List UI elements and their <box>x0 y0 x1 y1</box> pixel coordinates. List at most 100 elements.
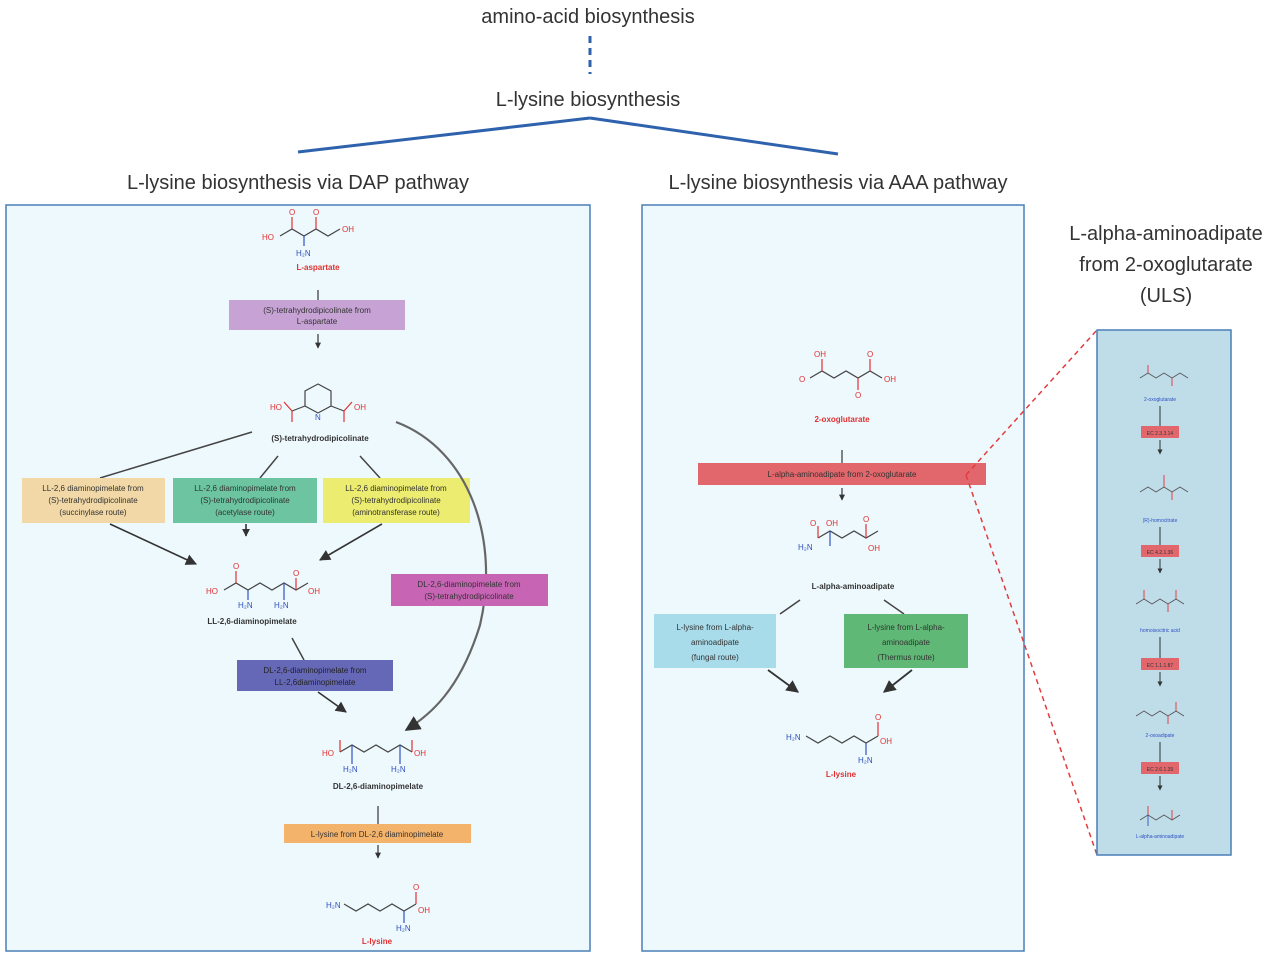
oxo-o3: O <box>867 350 873 359</box>
box-fungal-route[interactable] <box>654 614 776 668</box>
thdp-molecule <box>283 383 353 422</box>
thdp-n: N <box>315 413 321 422</box>
oxo-o2: O <box>855 391 861 400</box>
thdp-to-acet-line <box>259 455 279 479</box>
box-succinylase[interactable] <box>22 478 165 523</box>
uls-step-2: EC 2.3.3.14 <box>1147 431 1174 437</box>
box-succinylase-l3: (succinylase route) <box>59 508 126 517</box>
fungal-to-lysine-arrow <box>767 669 800 693</box>
amino-to-lldap-arrow <box>319 523 383 561</box>
oxo-oh1: OH <box>814 350 826 359</box>
lysine-dap-h2n: H₂N <box>326 901 341 910</box>
box-fungal-l1: L-lysine from L-alpha- <box>676 623 754 632</box>
box-aminotransferase-l2: (S)-tetrahydrodipicolinate <box>351 496 441 505</box>
lysine-biosynthesis-title: L-lysine biosynthesis <box>496 89 681 111</box>
uls-mol-4 <box>1135 702 1185 724</box>
lldap-label: LL-2,6-diaminopimelate <box>207 617 297 626</box>
thdp-label: (S)-tetrahydrodipicolinate <box>271 434 369 443</box>
lysine-aaa-h2n: H₂N <box>786 733 801 742</box>
thdp-to-succ-line <box>99 431 253 479</box>
lldap-molecule <box>223 571 309 600</box>
aspartate-oh: OH <box>342 225 354 234</box>
aad-nh2: H₂N <box>798 543 813 552</box>
oxo-o1: O <box>799 375 805 384</box>
lysine-molecule-dap <box>343 892 417 923</box>
uls-step-6: EC 1.1.1.87 <box>1147 663 1174 669</box>
branch-line-right <box>589 116 839 156</box>
uls-step-7: 2-oxoadipate <box>1146 733 1175 739</box>
box-epimerase[interactable] <box>237 660 393 691</box>
uls-panel <box>1096 329 1232 856</box>
dldap-nh2-2: H₂N <box>391 765 406 774</box>
oxo-oh2: OH <box>884 375 896 384</box>
box-aminotransferase[interactable] <box>323 478 470 523</box>
box-dl-dap-from-thdp[interactable] <box>391 574 548 606</box>
box-thermus-l2: aminoadipate <box>882 638 931 647</box>
lldap-to-epim-line <box>291 637 305 661</box>
uls-step-5: homoisocitric acid <box>1140 628 1180 634</box>
branch-line-left <box>297 116 591 154</box>
aad-to-thermus-line <box>883 599 905 615</box>
box-fungal-l3: (fungal route) <box>691 653 739 662</box>
dldap-oh2: OH <box>414 749 426 758</box>
thermus-to-lysine-arrow <box>883 669 913 693</box>
lysine-dap-nh2: H₂N <box>396 924 411 933</box>
box-lysine-from-dldap[interactable] <box>284 824 471 843</box>
box-succinylase-l1: LL-2,6 diaminopimelate from <box>42 484 144 493</box>
dldap-nh2-1: H₂N <box>343 765 358 774</box>
aspartate-o2: O <box>313 208 319 217</box>
box-succinylase-l2: (S)-tetrahydrodipicolinate <box>48 496 138 505</box>
box-dl-dap-from-thdp-l1: DL-2,6-diaminopimelate from <box>417 580 520 589</box>
dldap-label: DL-2,6-diaminopimelate <box>333 782 424 791</box>
aad-oh2: OH <box>868 544 880 553</box>
lysine-dap-label: L-lysine <box>362 937 393 946</box>
thdp-to-amino-line <box>359 455 381 479</box>
oxoglutarate-molecule <box>809 359 883 390</box>
aspartate-h2n: H₂N <box>296 249 311 258</box>
lysine-aaa-nh2: H₂N <box>858 756 873 765</box>
zoom-line-bottom <box>965 474 1098 856</box>
box-thdp-from-aspartate[interactable] <box>229 300 405 330</box>
box-thdp-from-aspartate-l2: L-aspartate <box>297 317 338 326</box>
box-thermus-route[interactable] <box>844 614 968 668</box>
aad-o1: O <box>810 519 816 528</box>
box-fungal-l2: aminoadipate <box>691 638 740 647</box>
lldap-oh: OH <box>308 587 320 596</box>
epim-to-dldap-arrow <box>317 691 347 713</box>
box-lysine-from-dldap-label: L-lysine from DL-2,6 diaminopimelate <box>311 830 444 839</box>
box-aad-from-oxo[interactable] <box>698 463 986 485</box>
uls-ec-box-1[interactable] <box>1141 426 1179 438</box>
lysine-dap-oh: OH <box>418 906 430 915</box>
uls-ec-box-4[interactable] <box>1141 762 1179 774</box>
lysine-aaa-oh: OH <box>880 737 892 746</box>
box-dl-dap-from-thdp-l2: (S)-tetrahydrodipicolinate <box>424 592 514 601</box>
uls-title-l1: L-alpha-aminoadipate <box>1069 223 1262 245</box>
dldap-oh1: HO <box>322 749 334 758</box>
dap-pathway-title: L-lysine biosynthesis via DAP pathway <box>127 172 469 194</box>
box-acetylase-l3: (acetylase route) <box>215 508 275 517</box>
succ-to-lldap-arrow <box>109 523 198 565</box>
uls-step-4: EC 4.2.1.36 <box>1147 550 1174 556</box>
uls-mol-5 <box>1139 806 1181 826</box>
box-thdp-from-aspartate-l1: (S)-tetrahydrodipicolinate from <box>263 306 371 315</box>
lysine-aaa-o: O <box>875 713 881 722</box>
uls-mol-1 <box>1139 365 1189 386</box>
dldap-molecule <box>339 740 413 764</box>
aad-to-fungal-line <box>779 599 801 615</box>
uls-ec-box-3[interactable] <box>1141 658 1179 670</box>
box-epimerase-l1: DL-2,6-diaminopimelate from <box>263 666 366 675</box>
lldap-nh2-2: H₂N <box>274 601 289 610</box>
box-acetylase[interactable] <box>173 478 317 523</box>
uls-step-9: L-alpha-aminoadipate <box>1136 834 1185 840</box>
aspartate-ho: HO <box>262 233 274 242</box>
uls-ec-box-2[interactable] <box>1141 545 1179 557</box>
thdp-oh: OH <box>354 403 366 412</box>
lldap-ho: HO <box>206 587 218 596</box>
aad-label: L-alpha-aminoadipate <box>812 582 895 591</box>
uls-mol-3 <box>1135 590 1185 612</box>
lysine-dap-o: O <box>413 883 419 892</box>
aad-o2: O <box>863 515 869 524</box>
uls-step-1: 2-oxoglutarate <box>1144 397 1176 403</box>
lysine-aaa-label: L-lysine <box>826 770 857 779</box>
